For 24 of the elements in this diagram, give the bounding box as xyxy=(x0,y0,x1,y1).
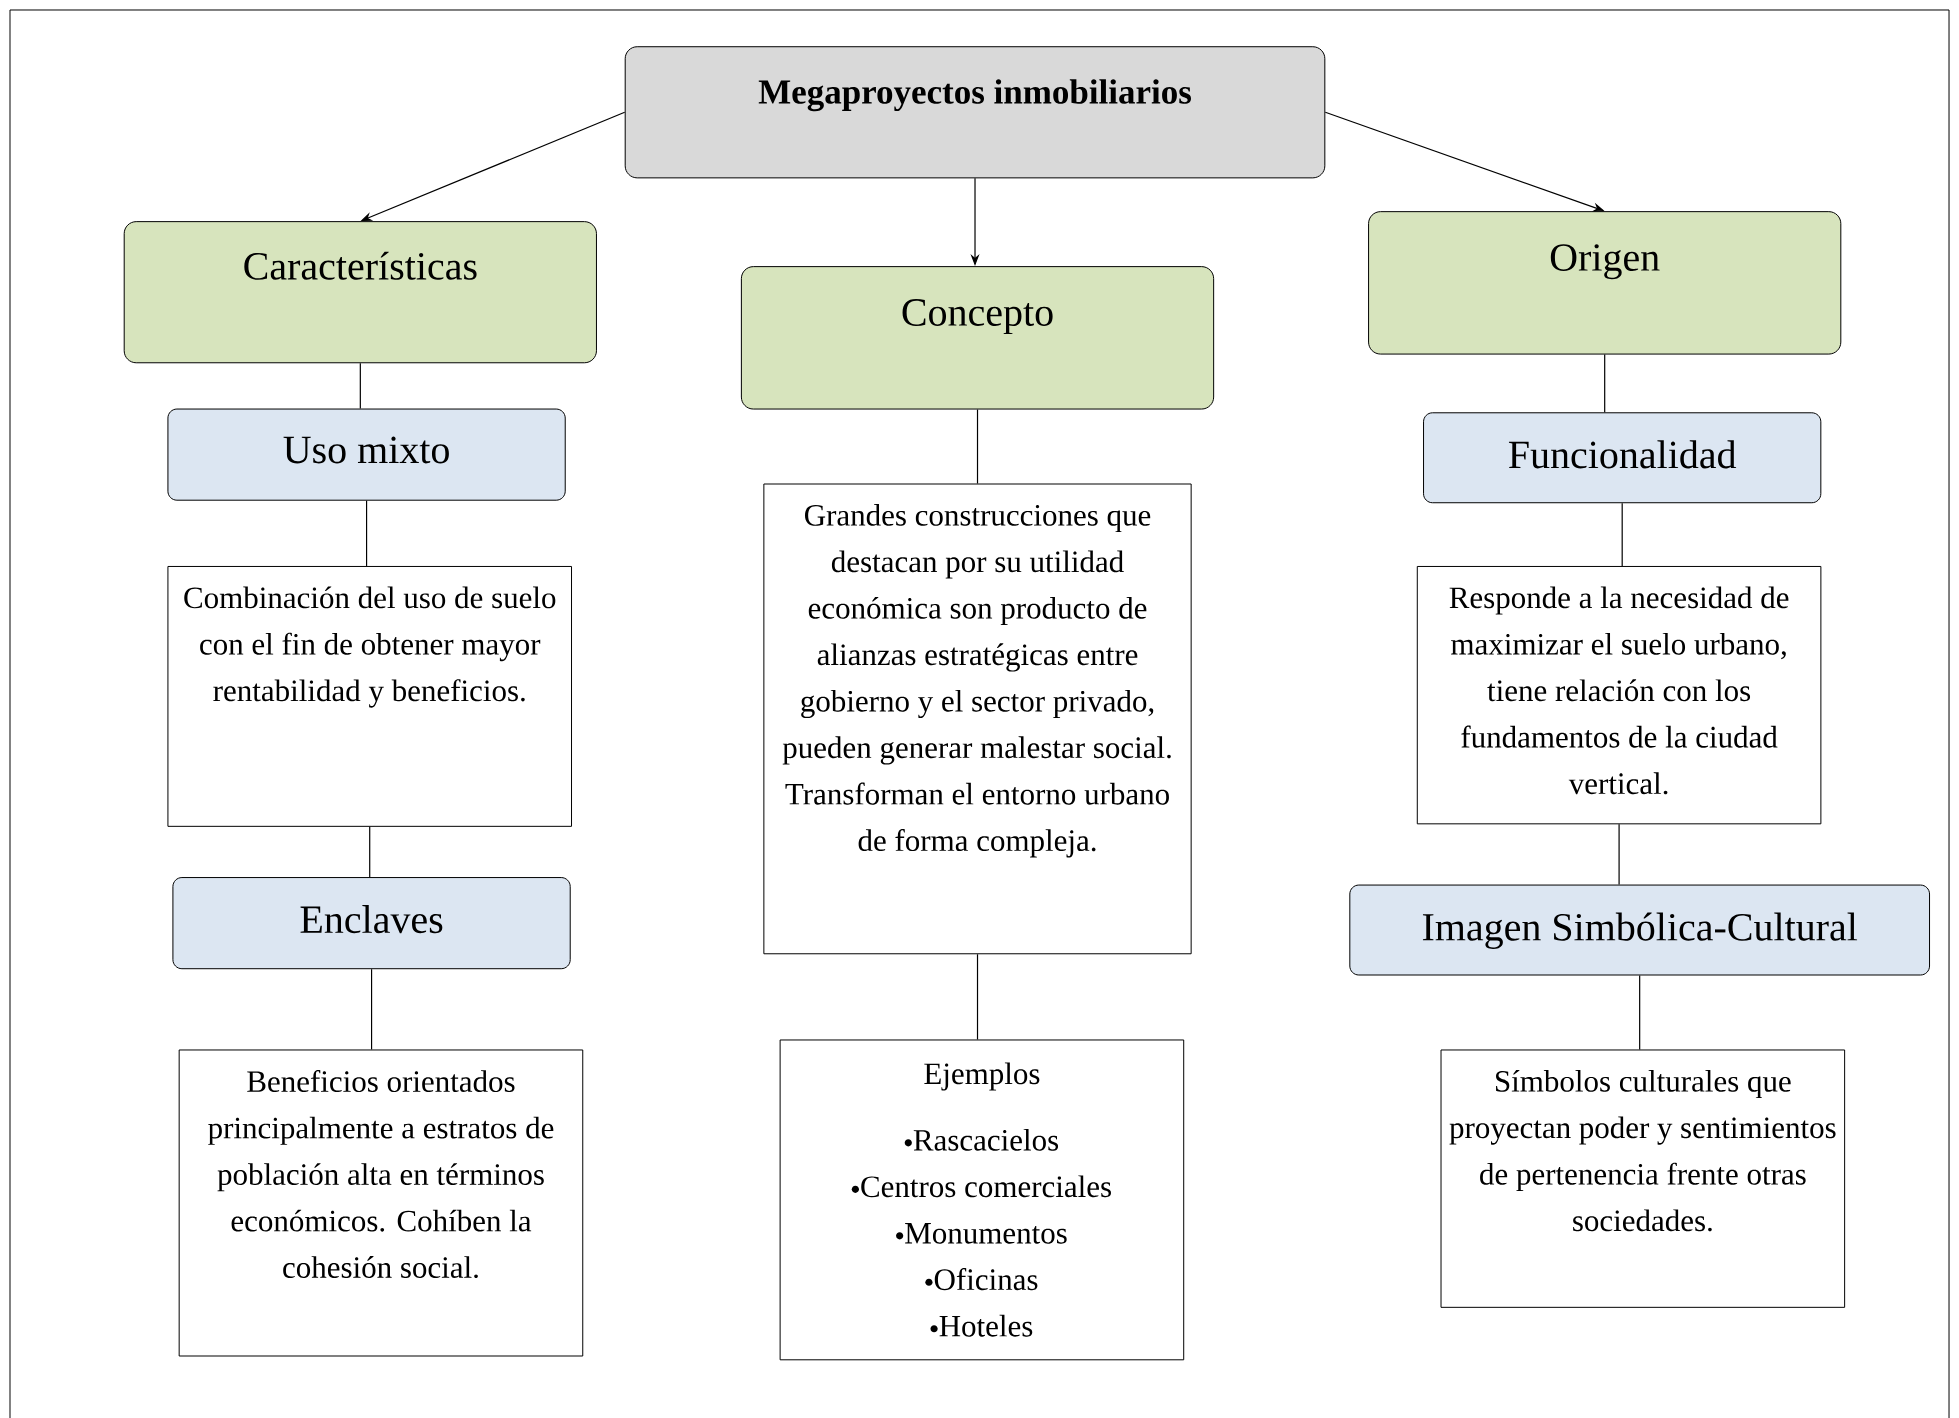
connector-line xyxy=(1618,823,1620,886)
connector-line xyxy=(369,826,371,878)
subcategory-box: Funcionalidad xyxy=(1423,412,1822,504)
connector-line xyxy=(976,408,979,485)
list-box: Ejemplos Rascacielos Centros comerciales Monumentos Oficinas Hoteles xyxy=(779,1039,1185,1361)
connector-line xyxy=(359,362,361,410)
category-box: Características xyxy=(123,221,597,364)
subcategory-box: Enclaves xyxy=(172,877,571,970)
connector-line xyxy=(365,500,368,567)
text-box: Grandes construcciones que destacan por su utilidad económica son producto de alianzas estratégicas entre gobierno y el sector privado, pueden generar malestar social. Transforman el entorno urbano de forma compleja. xyxy=(763,483,1192,955)
text-box: Combinación del uso de suelo con el fin de obtener mayor rentabilidad y beneficios. xyxy=(167,565,572,827)
text-box: Responde a la necesidad de maximizar el suelo urbano, tiene relación con los fundamentos de la ciudad vertical. xyxy=(1416,565,1822,825)
category-box: Concepto xyxy=(740,266,1215,410)
connector-line xyxy=(1621,502,1623,567)
text-box: Símbolos culturales que proyectan poder y sentimientos de pertenencia frente otras sociedades. xyxy=(1440,1049,1846,1308)
text-box: Beneficios orientados principalmente a estratos de población alta en términos económicos. Cohíben la cohesión social. xyxy=(178,1049,584,1357)
subcategory-box: Uso mixto xyxy=(167,408,566,501)
subcategory-box: Imagen Simbólica-Cultural xyxy=(1349,884,1931,976)
title-box: Megaproyectos inmobiliarios xyxy=(624,46,1326,179)
connector-line xyxy=(370,968,373,1051)
connector-line xyxy=(976,953,979,1041)
connector-line xyxy=(1604,353,1606,413)
category-box: Origen xyxy=(1368,211,1842,355)
connector-line xyxy=(1639,974,1641,1051)
